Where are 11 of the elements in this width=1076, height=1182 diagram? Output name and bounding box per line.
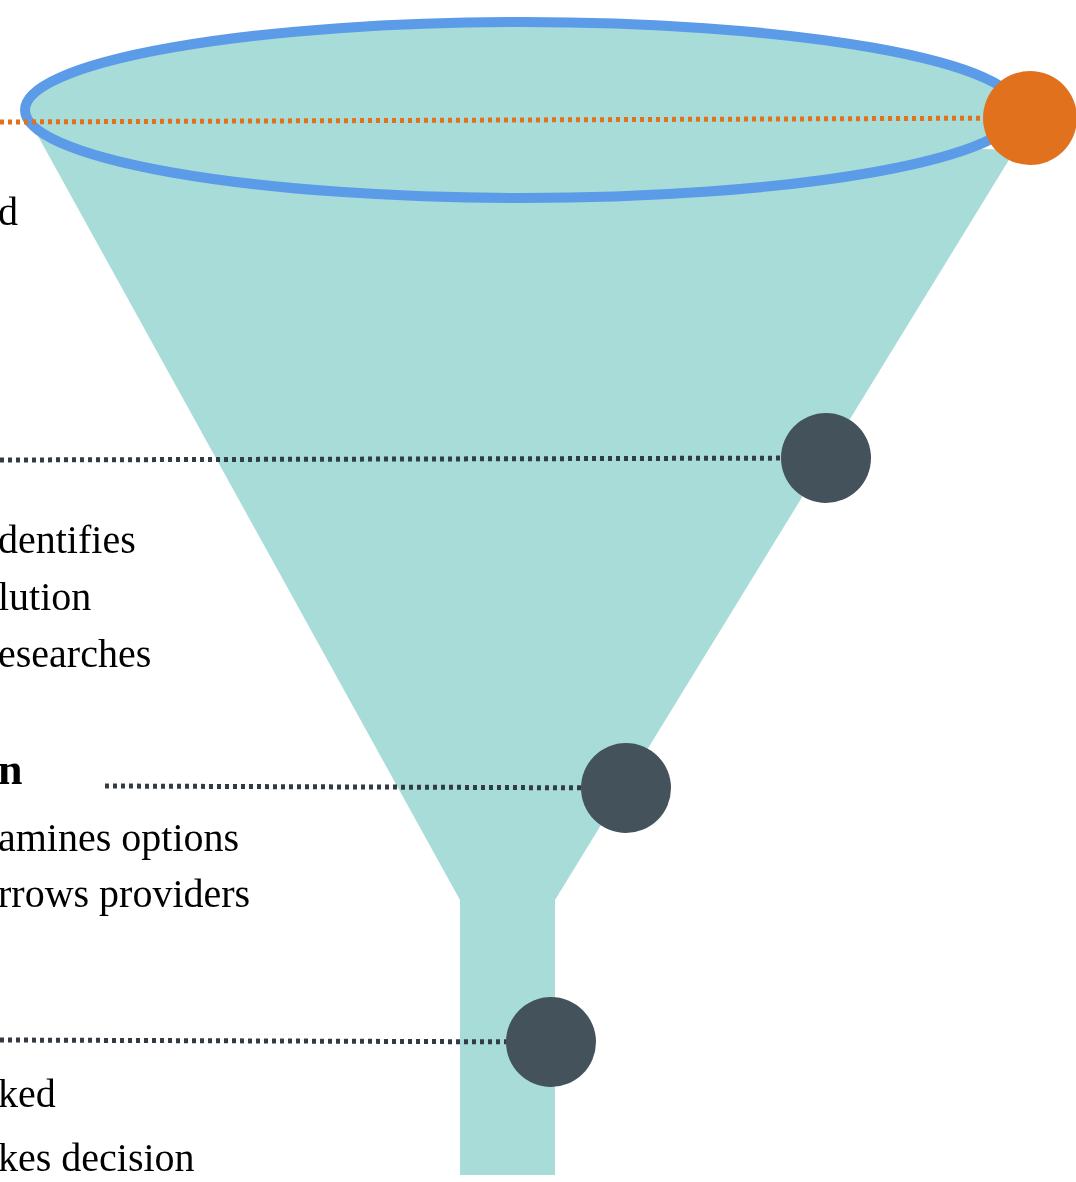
description-text: amines options bbox=[0, 818, 240, 858]
marker-dot bbox=[781, 413, 871, 503]
leader-line bbox=[105, 783, 581, 791]
leader-line bbox=[0, 455, 781, 463]
description-text: esearches bbox=[0, 634, 152, 674]
description-text: d bbox=[0, 192, 18, 232]
marker-dot bbox=[506, 997, 596, 1087]
marker-dot bbox=[581, 743, 671, 833]
leader-line bbox=[0, 1037, 506, 1045]
description-text: dentifies bbox=[0, 520, 136, 560]
leader-line bbox=[0, 115, 983, 125]
